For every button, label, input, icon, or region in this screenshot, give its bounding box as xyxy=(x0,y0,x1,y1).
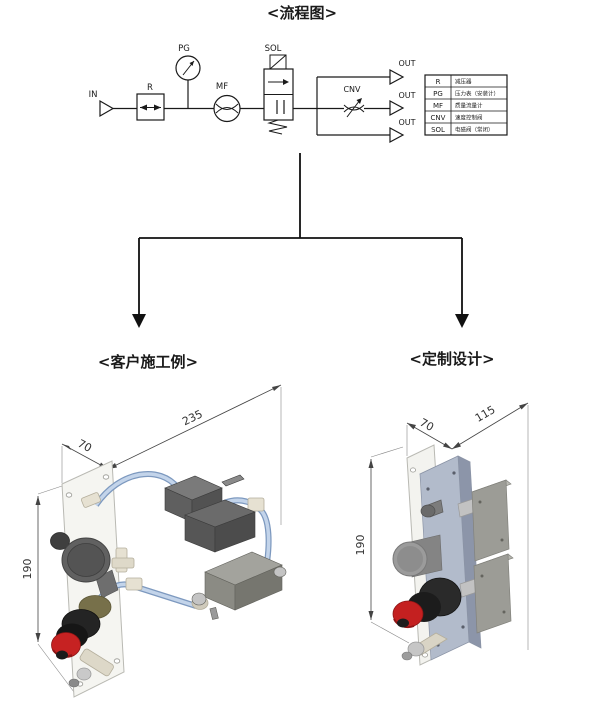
bottom-fitting-3d xyxy=(401,632,448,661)
spring-icon xyxy=(267,119,288,135)
dimension-label-depth: 70 xyxy=(75,437,93,455)
control-valve-label: CNV xyxy=(343,85,361,94)
legend-desc: 速度控制阀 xyxy=(455,114,483,122)
out-label: OUT xyxy=(398,118,415,127)
down-arrow-icon xyxy=(132,314,146,328)
solenoid-valve-symbol: SOL xyxy=(263,44,294,135)
flow-meter-symbol: MF xyxy=(213,82,241,123)
legend-symbol: PG xyxy=(433,90,443,98)
in-port-icon xyxy=(99,99,115,118)
customer-installation-image: 235 70 190 xyxy=(21,384,287,698)
pressure-gauge-symbol: PG xyxy=(175,44,201,109)
control-valve-symbol: CNV xyxy=(343,85,365,118)
valve-stack-3d xyxy=(457,479,514,634)
legend-symbol: MF xyxy=(433,102,443,110)
down-arrow-icon xyxy=(455,314,469,328)
out-port-top: OUT xyxy=(389,59,416,86)
legend-symbol: CNV xyxy=(431,114,446,122)
out-label: OUT xyxy=(398,91,415,100)
dimension-label-width: 115 xyxy=(473,403,498,425)
legend-symbol: R xyxy=(436,78,441,86)
pressure-gauge-label: PG xyxy=(178,44,190,54)
left-section-title: <客户施工例> xyxy=(98,353,198,371)
legend-desc: 压力表（安装计） xyxy=(455,90,499,98)
branch-connector xyxy=(132,153,469,328)
dimension-label-height: 190 xyxy=(21,559,34,580)
dimension-label-depth: 70 xyxy=(417,416,436,434)
bottom-fitting-3d xyxy=(68,648,114,688)
page-title: <流程图> xyxy=(267,4,337,22)
flow-diagram: IN R PG MF SOL xyxy=(89,44,508,144)
plate-holes xyxy=(65,474,121,687)
in-label: IN xyxy=(89,90,98,100)
dimension-label-width: 235 xyxy=(180,407,205,428)
regulator-3d xyxy=(51,595,112,660)
legend-desc: 质量流量计 xyxy=(455,102,483,110)
regulator-3d xyxy=(392,577,462,629)
out-label: OUT xyxy=(398,59,415,68)
regulator-symbol: R xyxy=(136,83,165,121)
legend-desc: 减压器 xyxy=(455,78,472,86)
flow-meter-label: MF xyxy=(216,82,228,92)
flow-controller-3d xyxy=(191,551,287,620)
out-port-middle: OUT xyxy=(389,91,416,117)
output-branch-lines xyxy=(316,76,390,136)
out-port-bottom: OUT xyxy=(389,118,416,144)
regulator-label: R xyxy=(147,83,153,93)
solenoid-valve-3d xyxy=(164,474,256,553)
right-section-title: <定制设计> xyxy=(409,350,494,368)
legend-symbol: SOL xyxy=(431,126,445,134)
gauge-3d xyxy=(50,532,119,599)
solenoid-label: SOL xyxy=(265,44,282,54)
gauge-3d xyxy=(392,534,443,578)
legend-desc: 电磁阀（常闭） xyxy=(455,126,494,134)
dimension-label-height: 190 xyxy=(354,535,367,556)
custom-design-image: 70 115 190 xyxy=(354,402,529,666)
legend-table: R PG MF CNV SOL 减压器 压力表（安装计） 质量流量计 速度控制阀… xyxy=(424,74,508,136)
